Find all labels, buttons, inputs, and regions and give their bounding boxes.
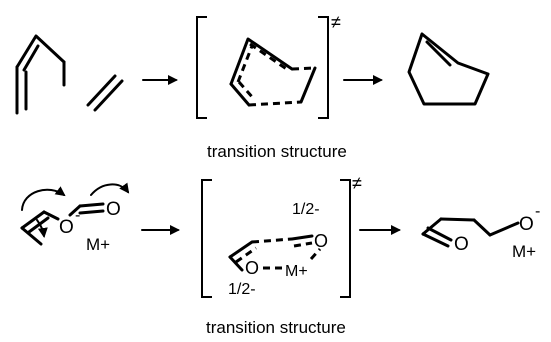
product-alkoxide-oxygen: O [519, 214, 534, 235]
aldol-product: O O - M+ [421, 203, 540, 261]
ts-symbol-2: ≠ [352, 173, 362, 193]
curved-arrow-2 [36, 219, 48, 238]
transition-state-2: ≠ 1/2- O O M+ 1/2- [201, 173, 362, 298]
cyclohexene-product [407, 32, 490, 106]
carbonyl-oxygen: O [106, 199, 121, 220]
caption-2: transition structure [206, 318, 346, 337]
ts-counterion: M+ [285, 263, 308, 280]
ts-enolate-oxygen: O [245, 258, 259, 278]
left-bracket [196, 16, 207, 119]
product-counterion: M+ [512, 242, 536, 261]
ts-symbol: ≠ [331, 12, 341, 32]
partial-charge-bottom: 1/2- [228, 281, 256, 298]
product-alkoxide-charge: - [535, 203, 540, 220]
partial-charge-top: 1/2- [292, 201, 320, 218]
right-bracket-2 [340, 179, 351, 298]
reactant-counterion: M+ [86, 235, 110, 254]
dienophile [86, 74, 124, 112]
ts-carbonyl-oxygen: O [314, 231, 328, 251]
transition-state-1: ≠ [196, 12, 341, 119]
right-bracket [318, 16, 329, 119]
curved-arrow-1 [21, 186, 66, 211]
carbonyl-reactant: O M+ [68, 182, 130, 254]
caption-1: transition structure [207, 142, 347, 161]
enolate-charge: - [75, 207, 80, 224]
diene [15, 34, 66, 115]
enolate: O - [20, 186, 80, 246]
left-bracket-2 [201, 179, 212, 298]
product-carbonyl-oxygen: O [454, 234, 469, 255]
enolate-oxygen: O [59, 217, 74, 238]
curved-arrow-3 [90, 182, 130, 196]
